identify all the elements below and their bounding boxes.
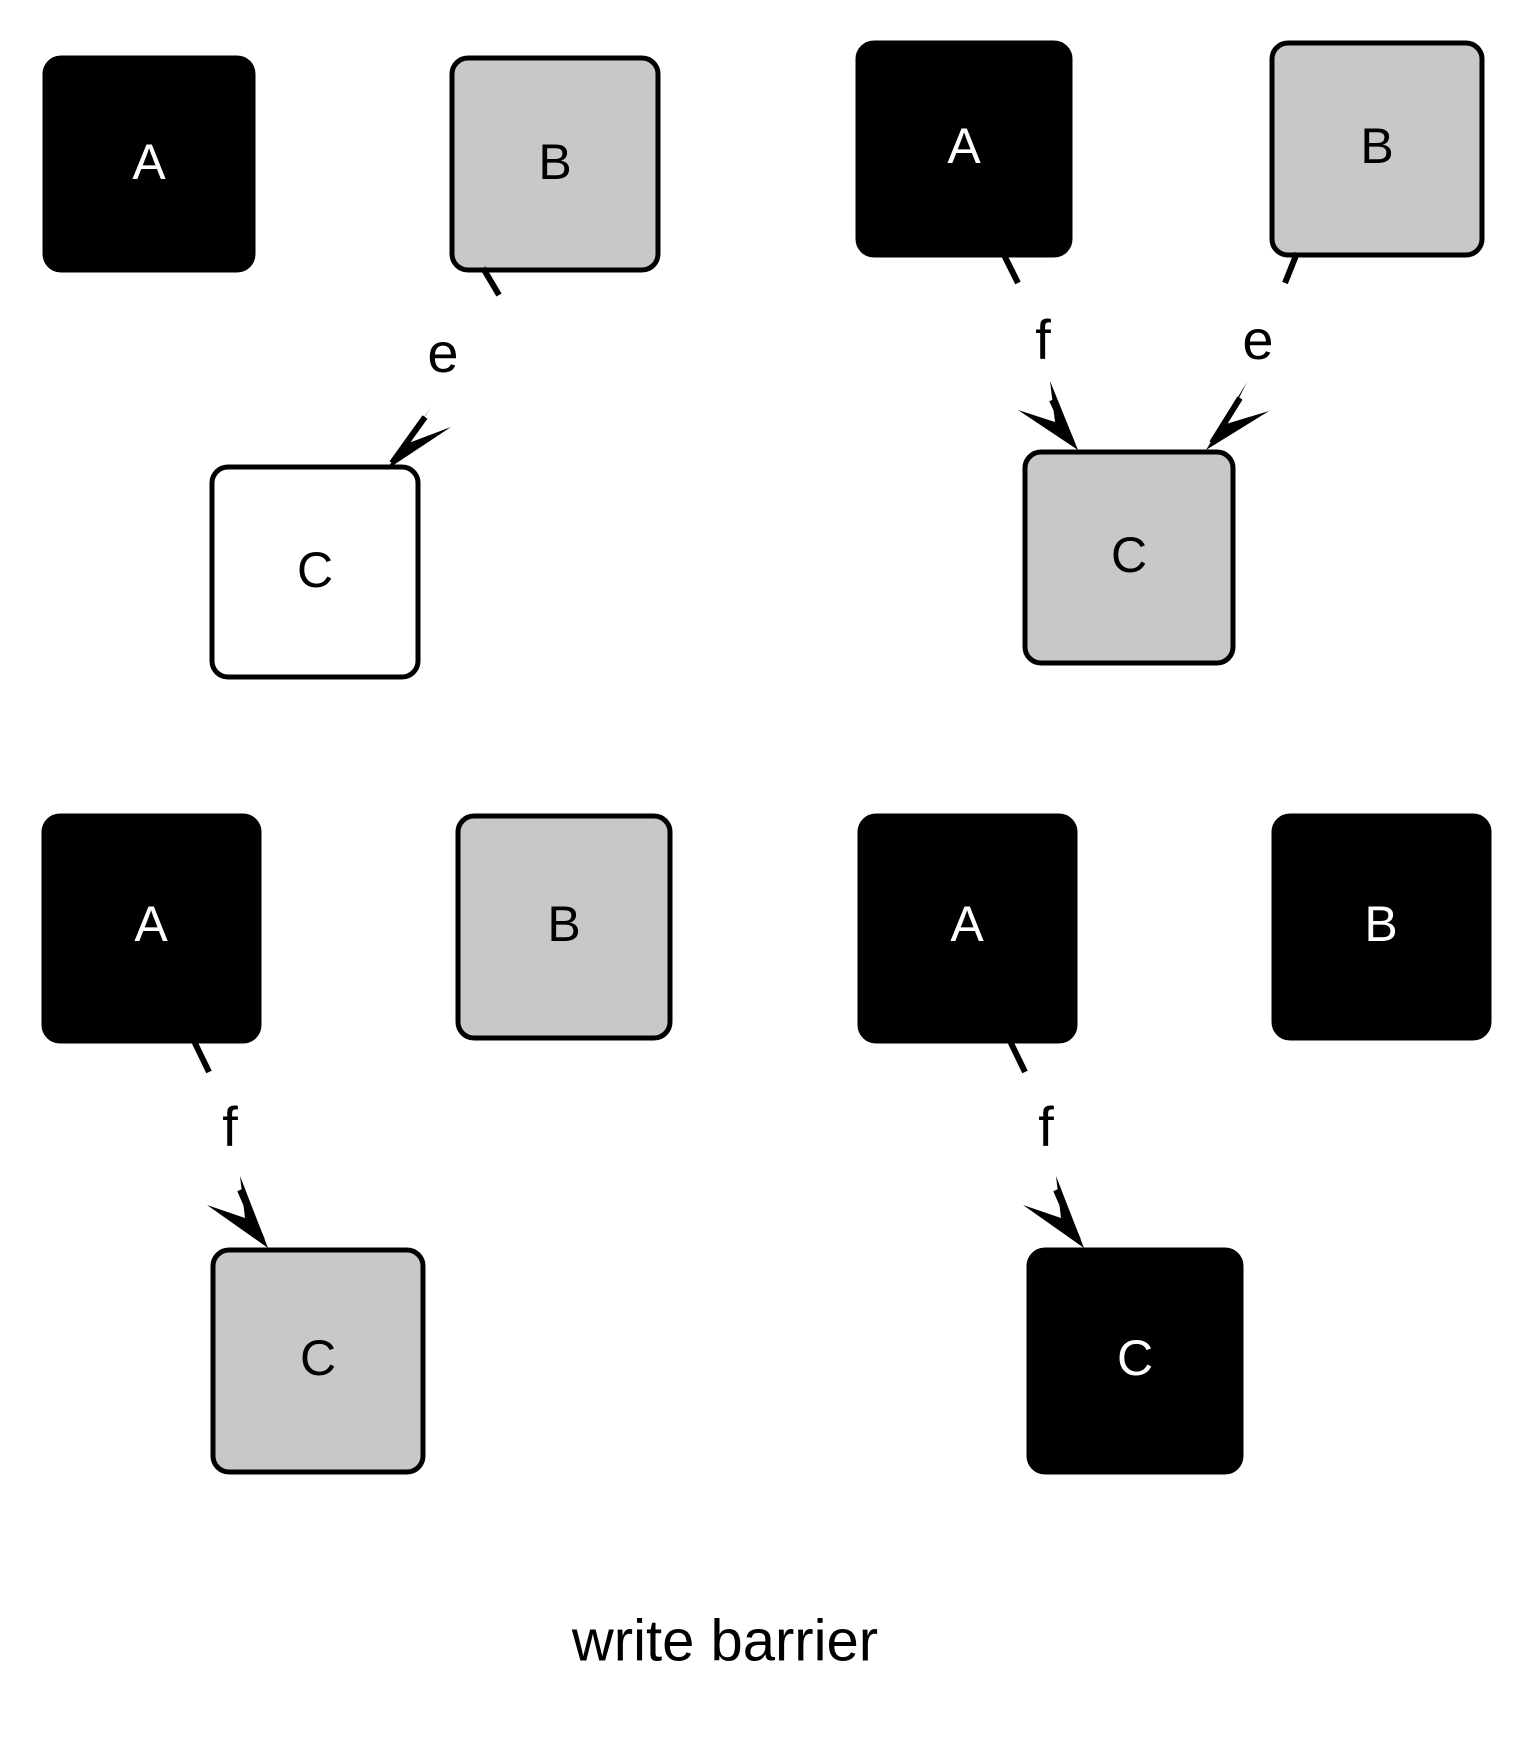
edge-e-top-left-line [480, 266, 502, 297]
node-a-bottom-right-label: A [950, 896, 984, 952]
edge-f-bottom-right-arrowhead [1023, 1176, 1084, 1248]
node-b-top-right[interactable] [1269, 40, 1485, 258]
node-c-top-right-label: C [1111, 527, 1147, 583]
panel-top-left: A B C e [42, 55, 661, 680]
node-a-top-left-label: A [132, 134, 166, 190]
edge-f-bottom-right-line [1006, 1037, 1028, 1074]
edge-f-bottom-left-label: f [222, 1095, 238, 1158]
panel-top-right: A B C f e [855, 40, 1485, 666]
node-a-top-right-label: A [947, 118, 981, 174]
edge-e-top-left-arrowhead [386, 406, 451, 470]
edge-e-top-right: e [1206, 251, 1300, 450]
edge-f-bottom-right-label: f [1038, 1095, 1054, 1158]
node-c-top-right[interactable] [1022, 449, 1236, 666]
edge-f-top-right-line [1000, 251, 1021, 285]
node-a-bottom-left[interactable] [41, 813, 262, 1044]
node-c-bottom-right-label: C [1117, 1330, 1153, 1386]
node-c-bottom-left-label: C [300, 1330, 336, 1386]
edge-e-top-left: e [386, 266, 502, 470]
edge-f-bottom-right: f [1006, 1037, 1084, 1248]
edge-f-top-right-label: f [1035, 308, 1051, 371]
node-b-bottom-left[interactable] [455, 813, 673, 1041]
panel-bottom-left: A B C f [41, 813, 673, 1475]
node-a-bottom-left-label: A [134, 896, 168, 952]
edge-f-top-right-arrowhead [1018, 381, 1078, 450]
edge-f-bottom-left-line [190, 1037, 212, 1074]
edge-f-bottom-left: f [190, 1037, 268, 1248]
node-b-bottom-right[interactable] [1271, 813, 1492, 1041]
edge-e-top-right-arrowhead [1206, 382, 1269, 450]
node-c-top-left-label: C [297, 542, 333, 598]
node-a-bottom-right[interactable] [857, 813, 1078, 1044]
edge-f-top-right: f [1000, 251, 1078, 450]
node-a-top-right[interactable] [855, 40, 1073, 258]
node-b-top-left[interactable] [449, 55, 661, 273]
edge-f-bottom-left-arrowhead [207, 1176, 268, 1248]
node-b-bottom-right-label: B [1364, 896, 1397, 952]
node-b-bottom-left-label: B [547, 896, 580, 952]
panel-bottom-right: A B C f [857, 813, 1492, 1475]
node-b-top-left-label: B [538, 134, 571, 190]
edge-e-top-right-label: e [1242, 308, 1273, 371]
node-c-bottom-left[interactable] [210, 1247, 426, 1475]
node-a-top-left[interactable] [42, 55, 256, 273]
node-b-top-right-label: B [1360, 118, 1393, 174]
edge-e-top-left-label: e [427, 321, 458, 384]
node-c-bottom-right[interactable] [1026, 1247, 1244, 1475]
figure-caption: write barrier [571, 1608, 878, 1673]
node-c-top-left[interactable] [209, 464, 421, 680]
edge-e-top-right-line [1282, 251, 1300, 285]
